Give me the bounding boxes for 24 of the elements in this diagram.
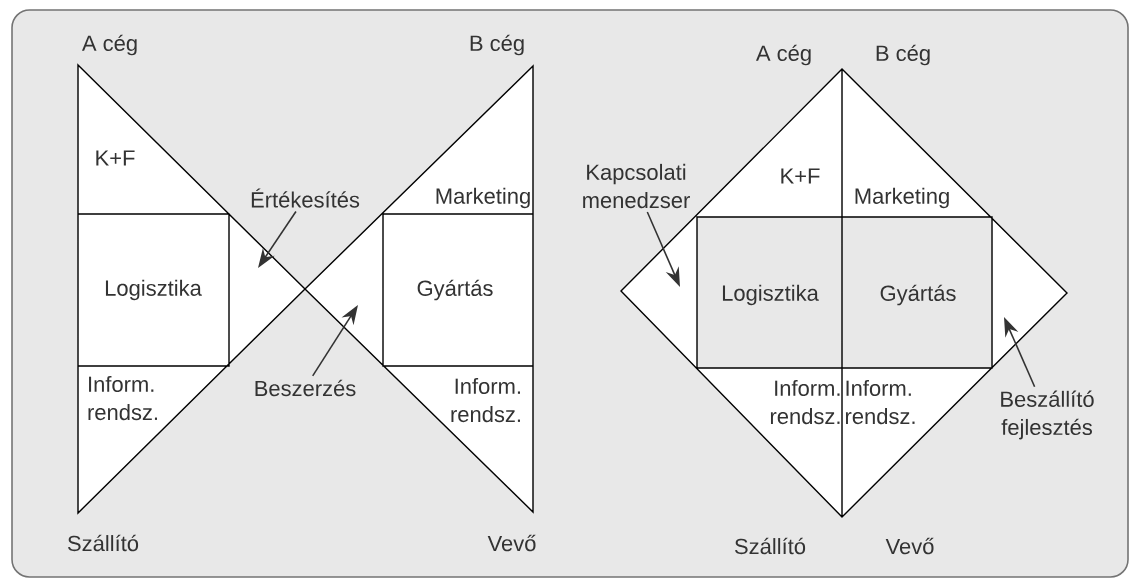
- section-label: Inform. rendsz.: [451, 377, 520, 423]
- section-label: Logisztika: [105, 279, 202, 301]
- section-label: K+F: [781, 168, 820, 184]
- section-label: Gyártás: [880, 284, 956, 306]
- section-label: Gyártás: [417, 279, 493, 301]
- section-label: Inform. rendsz.: [770, 379, 840, 425]
- callout-label: Értékesítés: [251, 188, 360, 208]
- corner-label: Szállító: [735, 537, 806, 555]
- corner-label: Vevő: [885, 537, 934, 555]
- corner-label: B cég: [876, 44, 930, 66]
- section-label: K+F: [96, 150, 135, 166]
- corner-label: Szállító: [68, 534, 139, 552]
- corner-label: A cég: [756, 44, 811, 66]
- callout-label: Kapcsolati menedzser: [583, 163, 690, 209]
- corner-label: Vevő: [487, 534, 536, 552]
- section-label: Inform. rendsz.: [845, 379, 915, 425]
- section-label: Logisztika: [722, 284, 819, 306]
- section-label: Marketing: [436, 187, 530, 209]
- section-label: Marketing: [855, 187, 949, 209]
- corner-label: A cég: [81, 34, 137, 56]
- callout-label: Beszerzés: [255, 379, 356, 397]
- section-label: Inform. rendsz.: [88, 375, 158, 421]
- corner-label: B cég: [470, 34, 524, 56]
- callout-label: Beszállító fejlesztés: [1001, 390, 1094, 440]
